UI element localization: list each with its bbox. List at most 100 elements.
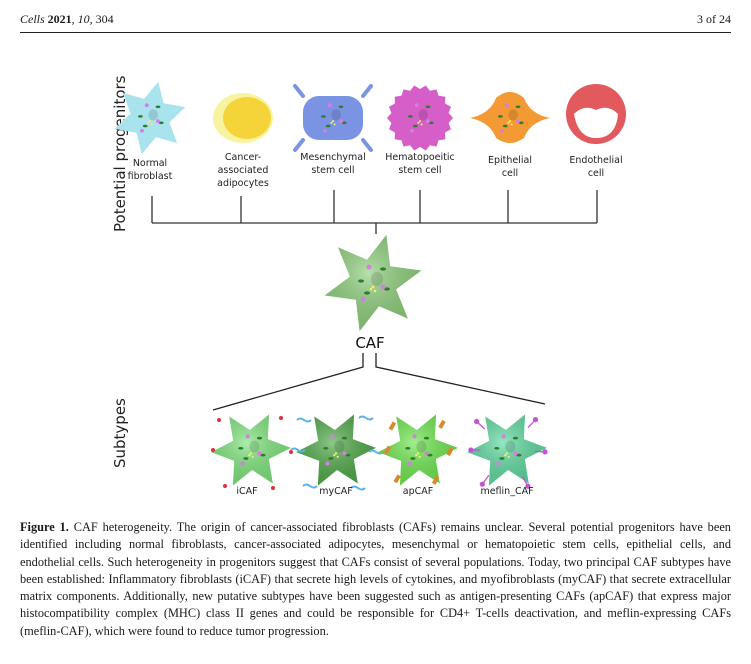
meflin-caf-cell	[467, 414, 548, 489]
vesicle	[339, 119, 343, 124]
vesicle	[504, 103, 509, 108]
meflin-receptor-marker	[474, 418, 480, 425]
organelle	[364, 291, 370, 295]
organelle	[428, 121, 434, 125]
vesicle	[330, 434, 335, 439]
vesicle	[414, 103, 419, 108]
vesicle	[501, 434, 506, 439]
hematopoeitic-stem-cell-cell	[387, 85, 453, 151]
organelle	[341, 121, 347, 125]
organelle	[515, 105, 521, 109]
vesicle	[245, 434, 250, 439]
page-header: Cells 2021, 10, 304 3 of 24	[20, 10, 731, 33]
vesicle	[496, 461, 501, 466]
apcaf-cell	[378, 414, 458, 486]
granule	[505, 452, 509, 455]
nucleus	[249, 440, 260, 453]
vesicle	[380, 284, 386, 290]
granule	[507, 455, 510, 458]
mhc-receptor-marker	[388, 421, 397, 431]
granule	[418, 120, 422, 123]
cytokine-marker	[217, 418, 221, 422]
organelle	[238, 446, 244, 450]
vesicle	[513, 451, 518, 456]
organelle	[423, 436, 430, 440]
epithelial-cell-label-line: cell	[502, 168, 518, 179]
granule	[333, 123, 336, 126]
article-number: , 304	[89, 12, 114, 26]
granule	[333, 453, 336, 457]
vesicle	[516, 119, 520, 124]
organelle	[345, 453, 351, 457]
organelle	[142, 124, 148, 128]
caf-shading	[324, 234, 422, 332]
epithelial-cell-label-line: Epithelial	[488, 155, 532, 166]
organelle	[405, 446, 411, 450]
journal-year: 2021	[47, 12, 72, 26]
epithelial-cell-body	[470, 92, 550, 143]
granule	[510, 123, 513, 126]
organelle	[499, 457, 505, 460]
granule	[251, 455, 254, 458]
mhc-receptor-marker	[431, 475, 440, 485]
vesicle	[360, 296, 366, 302]
mesenchymal-stem-cell-body	[303, 96, 363, 140]
granule	[336, 455, 339, 458]
organelle	[155, 105, 161, 109]
meflin-caf-label: meflin_CAF	[480, 486, 533, 497]
organelle	[518, 121, 524, 125]
matrix-fiber-marker	[358, 415, 374, 421]
granule	[249, 452, 253, 455]
icaf-shading	[211, 414, 291, 486]
organelle	[325, 124, 331, 128]
nucleus	[508, 109, 518, 121]
apcaf-label: apCAF	[403, 486, 433, 497]
hematopoeitic-stem-cell-body	[387, 85, 453, 151]
page-number: 3 of 24	[697, 12, 731, 26]
organelle	[138, 115, 143, 118]
progenitors-axis-label: Potential progenitors	[111, 75, 129, 232]
organelle	[260, 453, 266, 457]
organelle	[512, 436, 519, 440]
nucleus	[334, 440, 345, 453]
progenitor-connector-tree	[151, 190, 598, 234]
organelle	[321, 115, 326, 118]
figure-canvas: Potential progenitors Subtypes Normalfib…	[111, 75, 626, 497]
mhc-receptor-marker	[446, 447, 454, 457]
organelle	[516, 453, 522, 457]
mycaf-cell	[290, 414, 384, 491]
matrix-fiber-marker	[350, 485, 366, 491]
endothelial-cell-label-line: cell	[588, 168, 604, 179]
caf-label: CAF	[355, 334, 384, 352]
granule	[418, 455, 421, 458]
vesicle	[240, 461, 245, 466]
granule	[415, 453, 418, 457]
caption-label: Figure 1.	[20, 520, 69, 534]
cytokine-marker	[223, 484, 227, 488]
connector-line	[212, 353, 364, 411]
subtype-connector-tree	[212, 353, 546, 411]
mesenchymal-stem-cell-label-line: stem cell	[311, 165, 354, 176]
granule	[148, 120, 152, 123]
organelle	[341, 436, 348, 440]
meflin-receptor-marker	[479, 481, 485, 487]
journal-volume: 10	[77, 12, 90, 26]
organelle	[408, 115, 413, 118]
hematopoeitic-stem-cell-label-line: Hematopoeitic	[385, 152, 455, 163]
vesicle	[325, 461, 330, 466]
normal-fibroblast-label-line: fibroblast	[128, 171, 173, 182]
organelle	[380, 267, 386, 271]
mesenchymal-stem-cell-cell	[293, 84, 373, 152]
matrix-fiber-marker	[296, 417, 312, 423]
matrix-fiber-marker	[290, 447, 306, 453]
icaf-cell	[211, 414, 293, 490]
granule	[369, 287, 373, 291]
vesicle	[257, 451, 262, 456]
granule	[331, 120, 335, 123]
meflin-receptor-marker	[525, 483, 531, 489]
organelle	[425, 105, 431, 109]
organelle	[243, 457, 249, 460]
organelle	[410, 457, 416, 460]
cancer-associated-adipocytes-label-line: Cancer-	[225, 152, 261, 163]
